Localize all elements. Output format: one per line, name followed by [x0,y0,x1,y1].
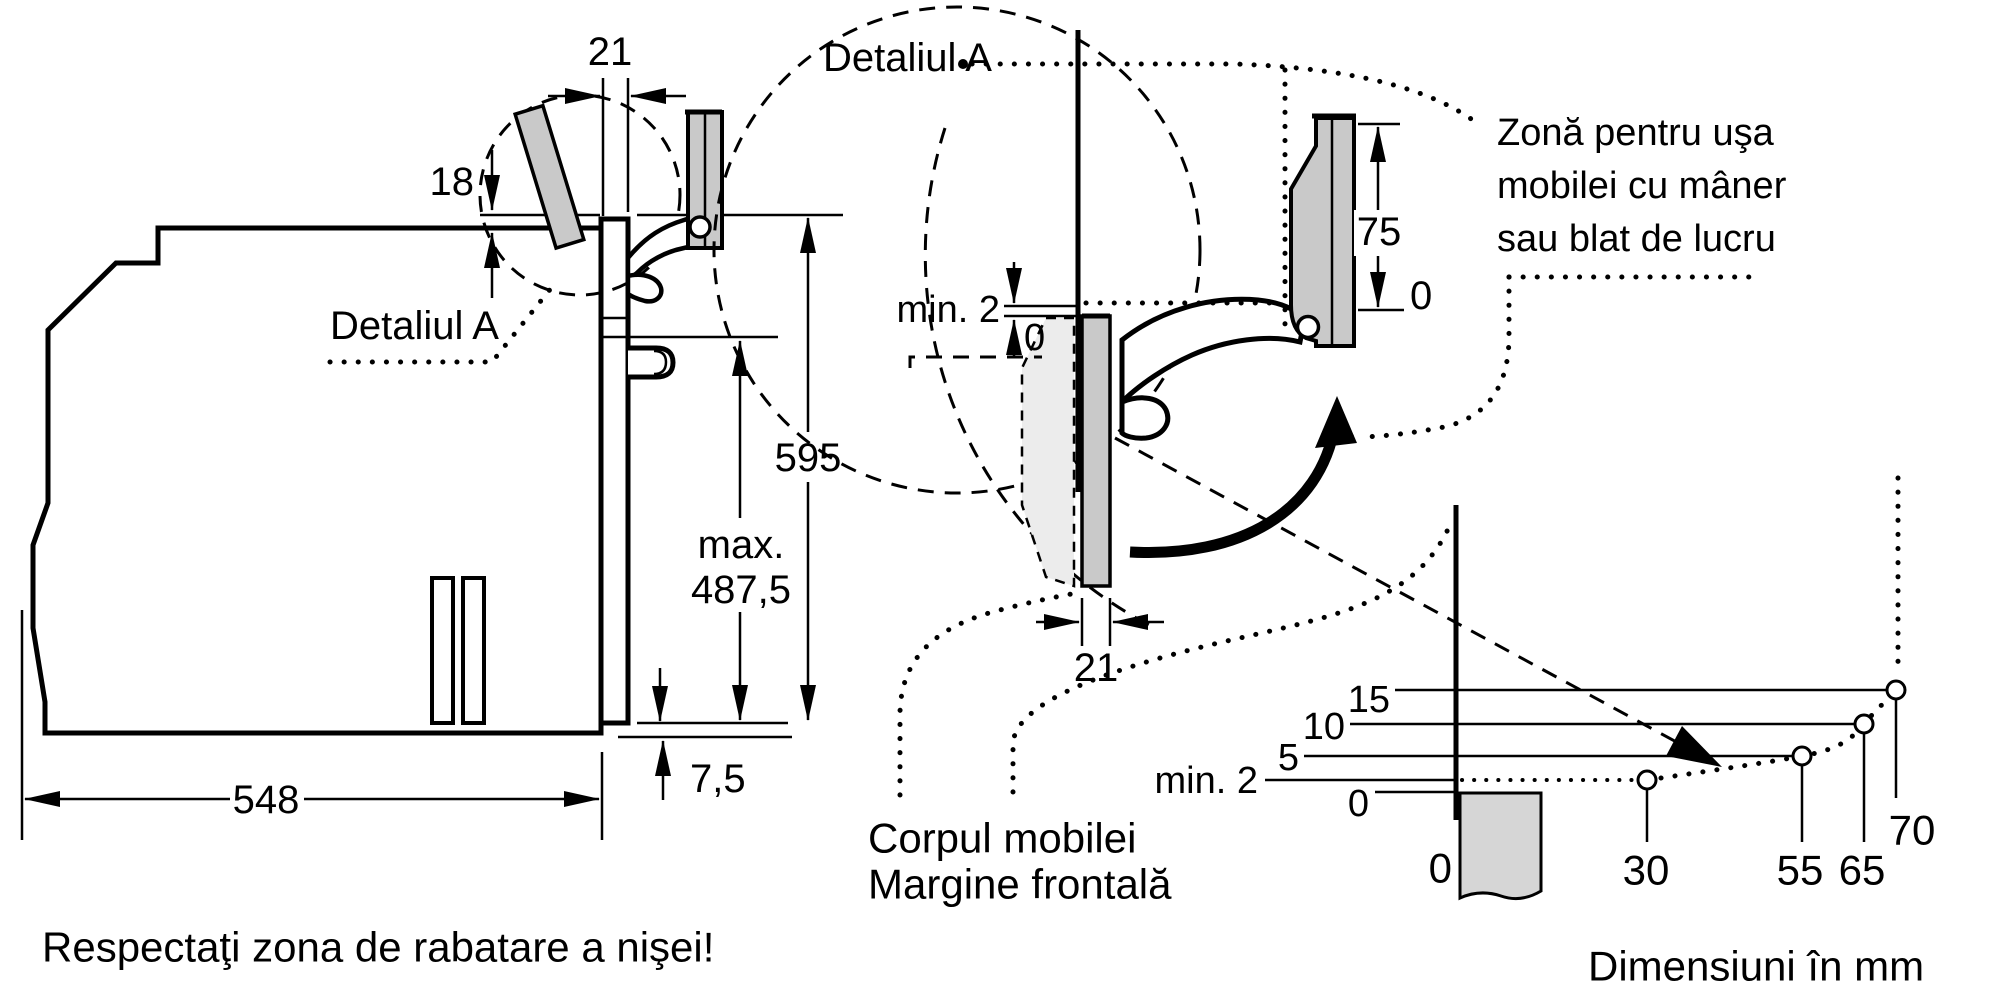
detail-a-view: min. 2 0 75 0 21 Detaliul A [712,5,1481,690]
clearance-chart: 15 10 5 min. 2 0 0 30 55 65 70 Corpul mo… [868,436,1936,990]
door-handle-bar [628,345,676,380]
door-zone-note-line2: mobilei cu mâner [1497,165,1787,207]
hinge-arm-lower [625,272,664,304]
body-caption: Corpul mobilei [868,815,1136,862]
detail-a-leader-dotted [327,279,559,365]
x-label-0: 0 [1429,845,1452,892]
point-70-15 [1885,679,1907,701]
point-65-10 [1853,713,1875,735]
point-30-min2 [1636,769,1658,791]
x-label-65: 65 [1839,847,1886,894]
point-55-5 [1791,745,1813,767]
dim21d-label: 21 [1074,646,1119,690]
dim-18-label: 18 [430,160,475,204]
furniture-door-panel [1289,116,1356,348]
furniture-body-column [1458,791,1543,901]
hinge-pivot-detail [1295,314,1321,340]
detail-a-big-circle [712,5,1202,495]
door-zone-note: Zonă pentru uşa mobilei cu mâner sau bla… [1344,112,1787,442]
y-label-15: 15 [1348,679,1390,721]
door-slide-bar-front [461,576,486,725]
door-slide-bar-rear [430,576,455,725]
detail-to-chart-leader [1114,436,1696,754]
door-swing-position [512,103,586,251]
dim-548-label: 548 [233,778,300,822]
edge-caption: Margine frontală [868,861,1172,908]
detail-a-ref-label: Detaliul A [330,304,499,348]
y-label-10: 10 [1303,706,1345,748]
zone-leader-start-dot [958,59,968,69]
x-label-70: 70 [1889,807,1936,854]
door-motion-arrow [1129,424,1341,559]
hinge-arm-detail-lower [1119,395,1171,441]
door-zone-note-line1: Zonă pentru uşa [1497,112,1775,154]
edge-caption-leader-dotted [1010,517,1455,795]
dim-max-label: max. [698,523,785,567]
dim548-label-bg [230,776,304,822]
folding-zone-note: Respectaţi zona de rabatare a nişei! [42,924,714,971]
body-caption-leader-dotted [897,589,1085,798]
hinge-pivot [688,215,712,239]
min2-dashed-ref [908,355,1042,368]
oven-side-view: 21 18 Detaliul A 595 max. 487,5 7,5 548 … [20,30,843,971]
hinge-arm-detail [1119,296,1307,409]
dim75-label: 75 [1357,210,1402,254]
units-caption: Dimensiuni în mm [1588,943,1924,990]
oven-body-outline [30,225,604,736]
min2-zero-label: 0 [1024,317,1045,359]
dim-7-5-label: 7,5 [690,757,746,801]
oven-front-frame-detail [1080,314,1112,588]
y-label-5: 5 [1278,737,1299,779]
door-swing-arc [923,127,1156,630]
dim75-label-bg [1354,210,1404,256]
dim75-zero-label: 0 [1410,274,1432,318]
min2-label: min. 2 [897,289,1000,331]
x-label-30: 30 [1623,847,1670,894]
y-label-min2: min. 2 [1155,760,1258,802]
y-label-0: 0 [1348,783,1369,825]
door-zone-note-line3: sau blat de lucru [1497,218,1776,260]
note-leader-dotted [1357,274,1512,440]
detail-a-title: Detaliul A [823,36,992,80]
dim487-label-bg [686,518,796,612]
x-label-55: 55 [1777,847,1824,894]
door-zone-shape [1020,316,1076,588]
dim-21-label: 21 [588,30,633,74]
zone-leader-top-dotted [969,61,1481,127]
detail-to-chart-arrowhead [1666,726,1722,767]
oven-front-frame [598,216,631,726]
note-leader-end-dot [1344,432,1354,442]
door-handle-bar-inner [653,349,668,376]
dim-max-value-label: 487,5 [691,568,791,612]
